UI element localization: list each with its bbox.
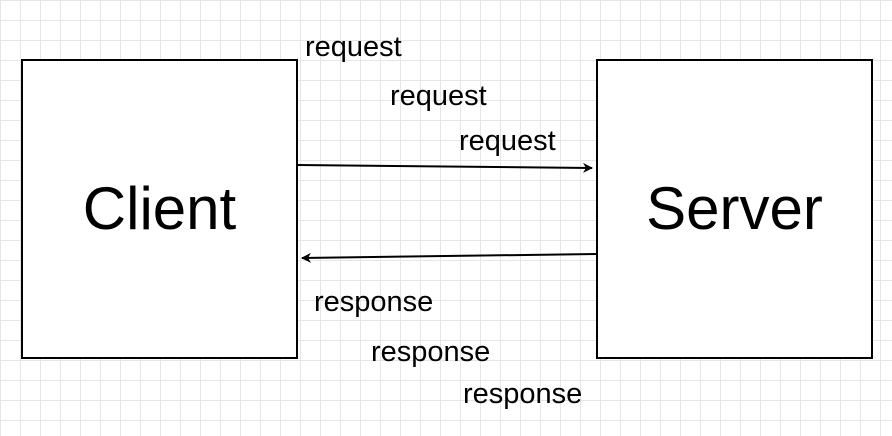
server-label: Server [646, 175, 823, 242]
request-arrow [297, 162, 593, 173]
client-label: Client [82, 175, 237, 242]
request-label-3: request [459, 125, 556, 157]
request-label-1: request [305, 31, 402, 63]
client-node[interactable]: Client [21, 59, 298, 359]
response-arrow [301, 252, 597, 263]
request-label-2: request [390, 80, 487, 112]
response-label-3: response [463, 378, 583, 410]
server-node[interactable]: Server [596, 59, 873, 359]
response-label-1: response [314, 286, 434, 318]
response-label-2: response [371, 336, 491, 368]
